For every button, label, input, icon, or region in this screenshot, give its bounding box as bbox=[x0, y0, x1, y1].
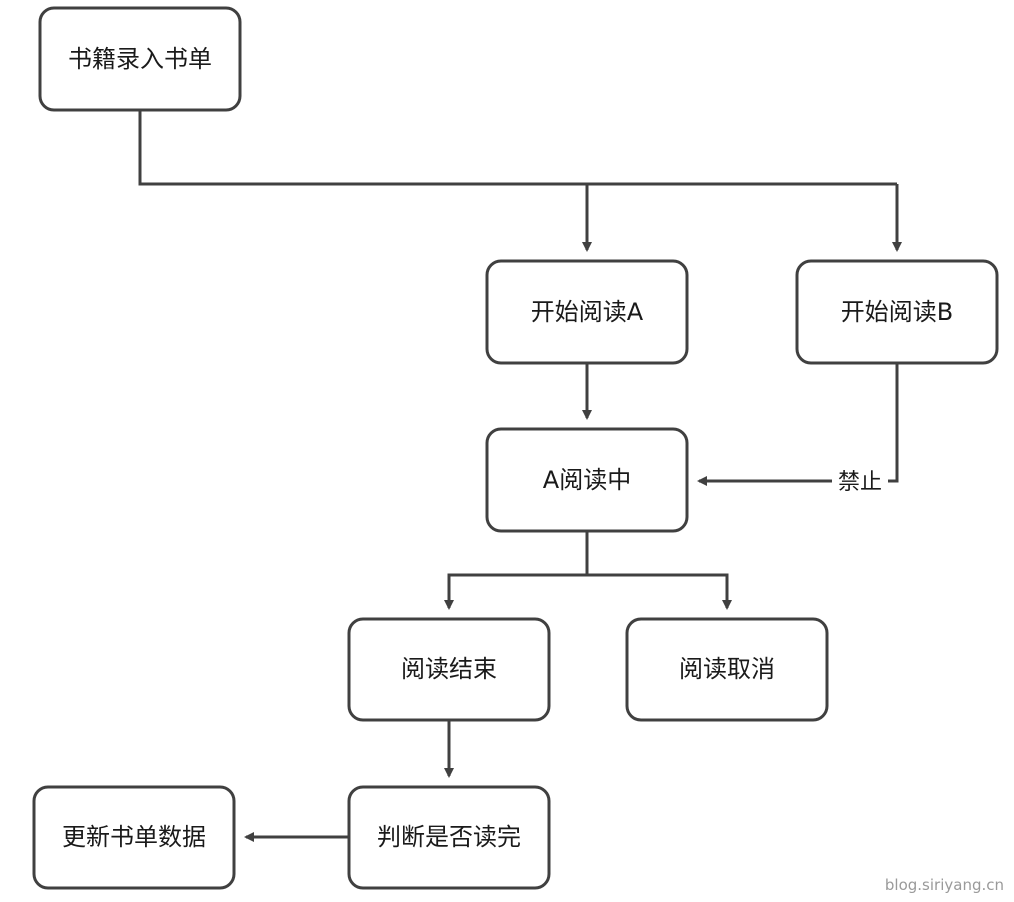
node-update-label: 更新书单数据 bbox=[62, 823, 206, 851]
node-check-done-label: 判断是否读完 bbox=[377, 823, 521, 851]
watermark: blog.siriyang.cn bbox=[885, 876, 1004, 894]
node-start-a: 开始阅读A bbox=[485, 259, 689, 365]
node-entry-label: 书籍录入书单 bbox=[68, 45, 212, 73]
node-update: 更新书单数据 bbox=[32, 785, 236, 890]
node-reading-a-label: A阅读中 bbox=[543, 466, 631, 494]
node-entry: 书籍录入书单 bbox=[38, 6, 242, 112]
edge-label-forbid: 禁止 bbox=[832, 466, 888, 496]
node-start-b-label: 开始阅读B bbox=[841, 298, 953, 326]
edge-reading-to-cancel bbox=[587, 573, 732, 610]
node-start-b: 开始阅读B bbox=[795, 259, 999, 365]
node-check-done: 判断是否读完 bbox=[347, 785, 551, 890]
edge-entry-trunk bbox=[138, 110, 897, 186]
node-read-cancel-label: 阅读取消 bbox=[679, 655, 775, 683]
node-reading-a: A阅读中 bbox=[485, 427, 689, 533]
node-read-end: 阅读结束 bbox=[347, 617, 551, 722]
edges bbox=[138, 110, 902, 842]
node-read-end-label: 阅读结束 bbox=[401, 655, 497, 683]
edge-start-b-to-reading-a bbox=[697, 363, 899, 486]
node-start-a-label: 开始阅读A bbox=[531, 298, 644, 326]
edge-reading-split bbox=[444, 531, 589, 610]
node-read-cancel: 阅读取消 bbox=[625, 617, 829, 722]
forbid-label: 禁止 bbox=[838, 470, 882, 495]
